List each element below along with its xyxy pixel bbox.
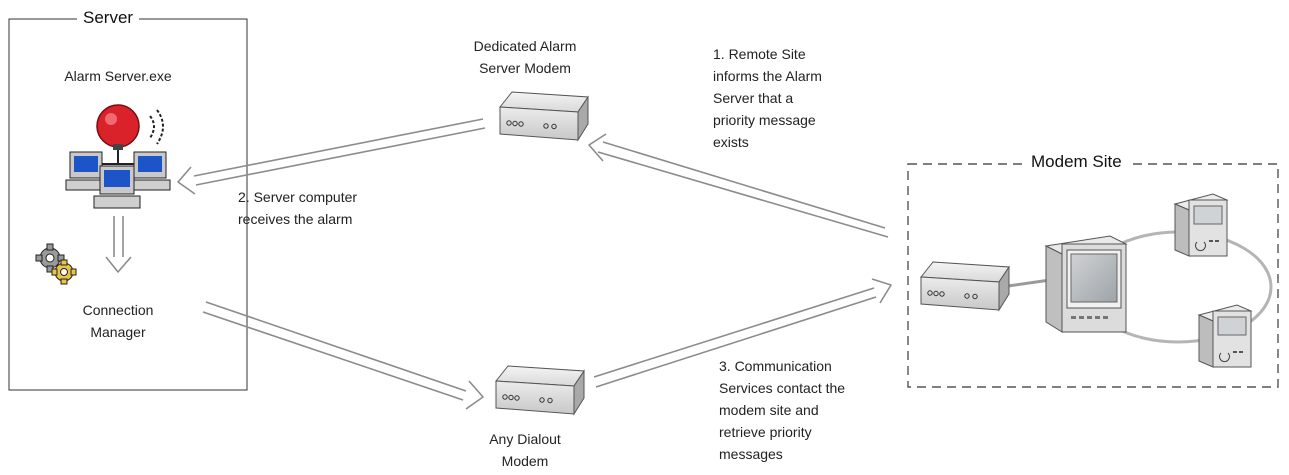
step3-line: 3. Communication xyxy=(719,358,832,374)
dedicated-modem-icon xyxy=(499,91,589,142)
step1-line: Server that a xyxy=(713,90,794,106)
site-meter-small-top-icon xyxy=(1173,193,1229,257)
step3-line: Services contact the xyxy=(719,380,846,396)
step1-text: 1. Remote Site informs the Alarm Server … xyxy=(713,43,822,153)
step1-line: 1. Remote Site xyxy=(713,46,806,62)
step3-line: messages xyxy=(719,446,783,462)
dedicated-modem-label-2: Server Modem xyxy=(479,60,571,76)
connection-manager-label-2: Manager xyxy=(90,324,146,340)
step1-line: priority message xyxy=(713,112,816,128)
step3-line: retrieve priority xyxy=(719,424,812,440)
site-modem-icon xyxy=(920,261,1010,312)
alarm-server-label: Alarm Server.exe xyxy=(64,68,172,84)
step3-line: modem site and xyxy=(719,402,819,418)
step3-text: 3. Communication Services contact the mo… xyxy=(719,355,845,465)
step2-line: receives the alarm xyxy=(238,211,353,227)
site-meter-small-bottom-icon xyxy=(1197,304,1253,368)
modem-site-group-title: Modem Site xyxy=(1025,152,1128,172)
dialout-modem-label-1: Any Dialout xyxy=(489,431,561,447)
alarm-server-icon xyxy=(65,104,171,209)
step2-text: 2. Server computer receives the alarm xyxy=(238,186,357,230)
arrow-step2 xyxy=(177,118,486,195)
dedicated-modem-label-1: Dedicated Alarm xyxy=(473,38,577,54)
site-power-meter-large-icon xyxy=(1044,235,1128,333)
step2-line: 2. Server computer xyxy=(238,189,358,205)
dialout-modem-icon xyxy=(495,365,585,416)
arrow-manager-to-dialout xyxy=(202,301,484,410)
gears-icon xyxy=(35,243,77,285)
step1-line: informs the Alarm xyxy=(713,68,822,84)
step1-line: exists xyxy=(713,134,749,150)
dialout-modem-label-2: Modem xyxy=(501,453,549,469)
connection-manager-label-1: Connection xyxy=(82,302,154,318)
arrow-server-to-manager xyxy=(105,216,132,273)
server-group-title: Server xyxy=(77,8,140,28)
arrow-dialout-to-site xyxy=(593,278,892,388)
arrow-step1 xyxy=(588,133,889,238)
